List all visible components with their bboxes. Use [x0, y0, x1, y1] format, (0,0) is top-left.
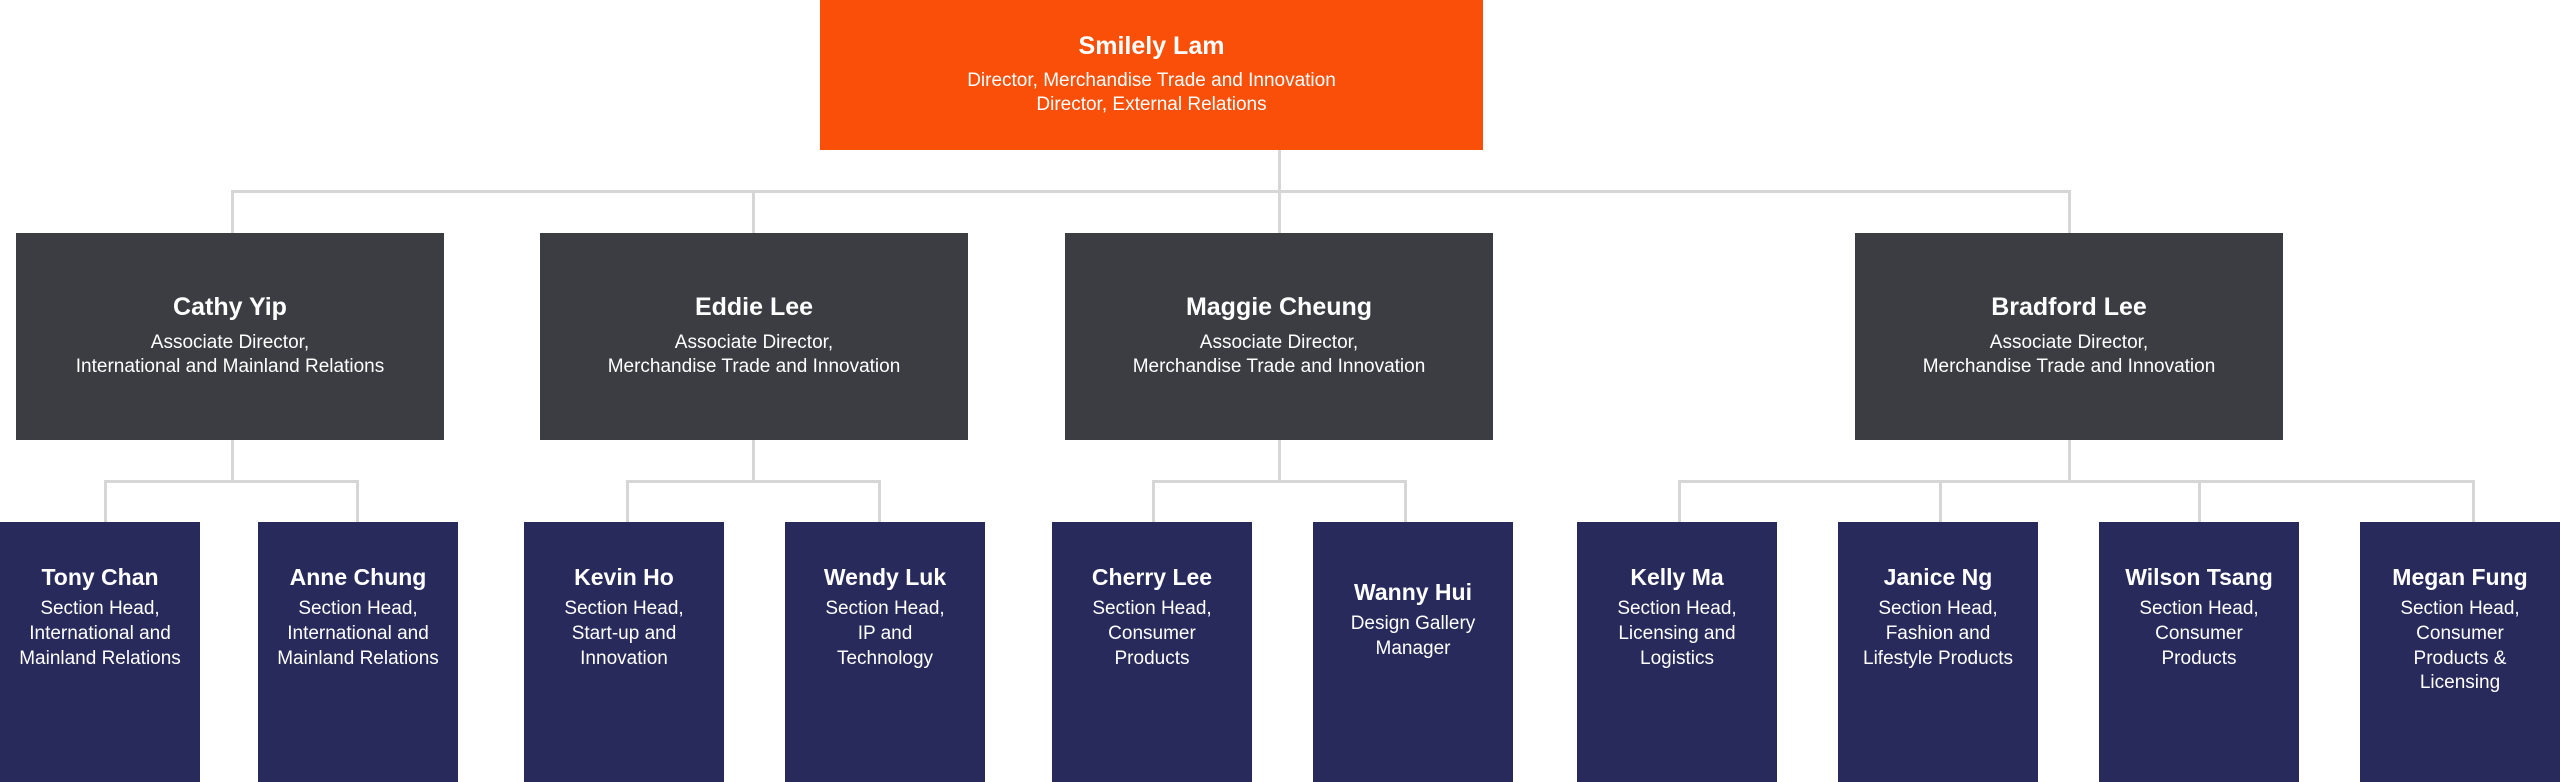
node-name: Kevin Ho [574, 564, 674, 590]
connector-root-drop [1278, 150, 1281, 190]
connector-drop-cathy-yip [231, 440, 234, 480]
node-title: Section Head, Start-up and Innovation [564, 598, 684, 669]
node-title: Section Head, Consumer Products [2139, 598, 2259, 669]
node-wilson-tsang[interactable]: Wilson Tsang Section Head, Consumer Prod… [2099, 522, 2299, 782]
connector-bus-bradford-lee [1678, 480, 2475, 483]
connector-level2-drop-eddie-lee [752, 190, 755, 233]
connector-drop-wilson-tsang [2198, 480, 2201, 522]
node-name: Tony Chan [41, 564, 159, 590]
connector-level2-drop-bradford-lee [2068, 190, 2071, 233]
connector-drop-wanny-hui [1404, 480, 1407, 522]
connector-drop-megan-fung [2472, 480, 2475, 522]
connector-level2-bus [231, 190, 2071, 193]
node-title: Section Head, Licensing and Logistics [1617, 598, 1737, 669]
connector-level2-drop-cathy-yip [231, 190, 234, 233]
node-janice-ng[interactable]: Janice Ng Section Head, Fashion and Life… [1838, 522, 2038, 782]
node-name: Maggie Cheung [1185, 293, 1373, 322]
node-kevin-ho[interactable]: Kevin Ho Section Head, Start-up and Inno… [524, 522, 724, 782]
node-title: Associate Director, International and Ma… [75, 331, 385, 378]
connector-bus-maggie-cheung [1152, 480, 1407, 483]
node-smilely-lam[interactable]: Smilely Lam Director, Merchandise Trade … [820, 0, 1483, 150]
connector-drop-kelly-ma [1678, 480, 1681, 522]
node-eddie-lee[interactable]: Eddie Lee Associate Director, Merchandis… [540, 233, 968, 440]
node-maggie-cheung[interactable]: Maggie Cheung Associate Director, Mercha… [1065, 233, 1493, 440]
connector-level2-drop-maggie-cheung [1278, 190, 1281, 233]
node-title: Section Head, Consumer Products & Licens… [2400, 598, 2520, 694]
node-kelly-ma[interactable]: Kelly Ma Section Head, Licensing and Log… [1577, 522, 1777, 782]
node-title: Design Gallery Manager [1350, 613, 1476, 659]
node-name: Wilson Tsang [2125, 564, 2273, 590]
connector-bus-eddie-lee [626, 480, 881, 483]
connector-drop-wendy-luk [878, 480, 881, 522]
connector-drop-tony-chan [104, 480, 107, 522]
node-name: Kelly Ma [1630, 564, 1724, 590]
connector-drop-eddie-lee [752, 440, 755, 480]
connector-drop-cherry-lee [1152, 480, 1155, 522]
node-bradford-lee[interactable]: Bradford Lee Associate Director, Merchan… [1855, 233, 2283, 440]
node-title: Director, Merchandise Trade and Innovati… [967, 69, 1336, 116]
connector-drop-anne-chung [356, 480, 359, 522]
connector-bus-cathy-yip [104, 480, 359, 483]
node-wendy-luk[interactable]: Wendy Luk Section Head, IP and Technolog… [785, 522, 985, 782]
node-wanny-hui[interactable]: Wanny Hui Design Gallery Manager [1313, 522, 1513, 782]
node-title: Section Head, Fashion and Lifestyle Prod… [1863, 598, 2013, 669]
node-tony-chan[interactable]: Tony Chan Section Head, International an… [0, 522, 200, 782]
node-title: Section Head, International and Mainland… [277, 598, 439, 669]
node-title: Associate Director, Merchandise Trade an… [607, 331, 901, 378]
node-name: Cherry Lee [1091, 564, 1213, 590]
connector-drop-kevin-ho [626, 480, 629, 522]
node-name: Smilely Lam [1078, 32, 1225, 61]
node-name: Wendy Luk [823, 564, 947, 590]
node-cathy-yip[interactable]: Cathy Yip Associate Director, Internatio… [16, 233, 444, 440]
node-title: Section Head, International and Mainland… [19, 598, 181, 669]
node-title: Section Head, IP and Technology [825, 598, 945, 669]
node-name: Anne Chung [289, 564, 427, 590]
node-name: Janice Ng [1883, 564, 1993, 590]
node-title: Associate Director, Merchandise Trade an… [1922, 331, 2216, 378]
node-megan-fung[interactable]: Megan Fung Section Head, Consumer Produc… [2360, 522, 2560, 782]
node-title: Associate Director, Merchandise Trade an… [1132, 331, 1426, 378]
node-name: Bradford Lee [1991, 293, 2147, 322]
node-name: Wanny Hui [1354, 579, 1472, 605]
node-name: Eddie Lee [694, 293, 814, 322]
connector-drop-maggie-cheung [1278, 440, 1281, 480]
connector-drop-janice-ng [1939, 480, 1942, 522]
node-title: Section Head, Consumer Products [1092, 598, 1212, 669]
node-cherry-lee[interactable]: Cherry Lee Section Head, Consumer Produc… [1052, 522, 1252, 782]
connector-drop-bradford-lee [2068, 440, 2071, 480]
node-name: Megan Fung [2392, 564, 2528, 590]
node-anne-chung[interactable]: Anne Chung Section Head, International a… [258, 522, 458, 782]
node-name: Cathy Yip [173, 293, 287, 322]
